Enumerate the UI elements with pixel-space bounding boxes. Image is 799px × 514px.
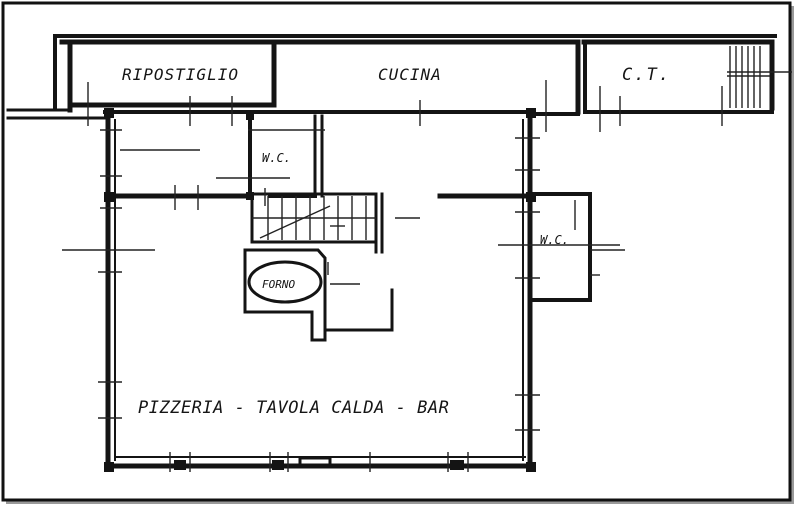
label-forno: FORNO [262, 278, 295, 291]
main-building [62, 108, 625, 472]
wc-annex [528, 192, 625, 302]
forno-enclosure [243, 248, 394, 342]
top-annex [6, 34, 792, 132]
staircase [250, 192, 420, 254]
label-wc-right: W.C. [540, 233, 569, 247]
label-wc-upper: W.C. [262, 151, 291, 165]
label-cucina: CUCINA [378, 65, 442, 84]
label-main-hall: PIZZERIA - TAVOLA CALDA - BAR [138, 398, 449, 418]
label-ct: C.T. [622, 65, 671, 85]
frame-border [1, 1, 792, 502]
label-ripostiglio: RIPOSTIGLIO [122, 65, 239, 84]
